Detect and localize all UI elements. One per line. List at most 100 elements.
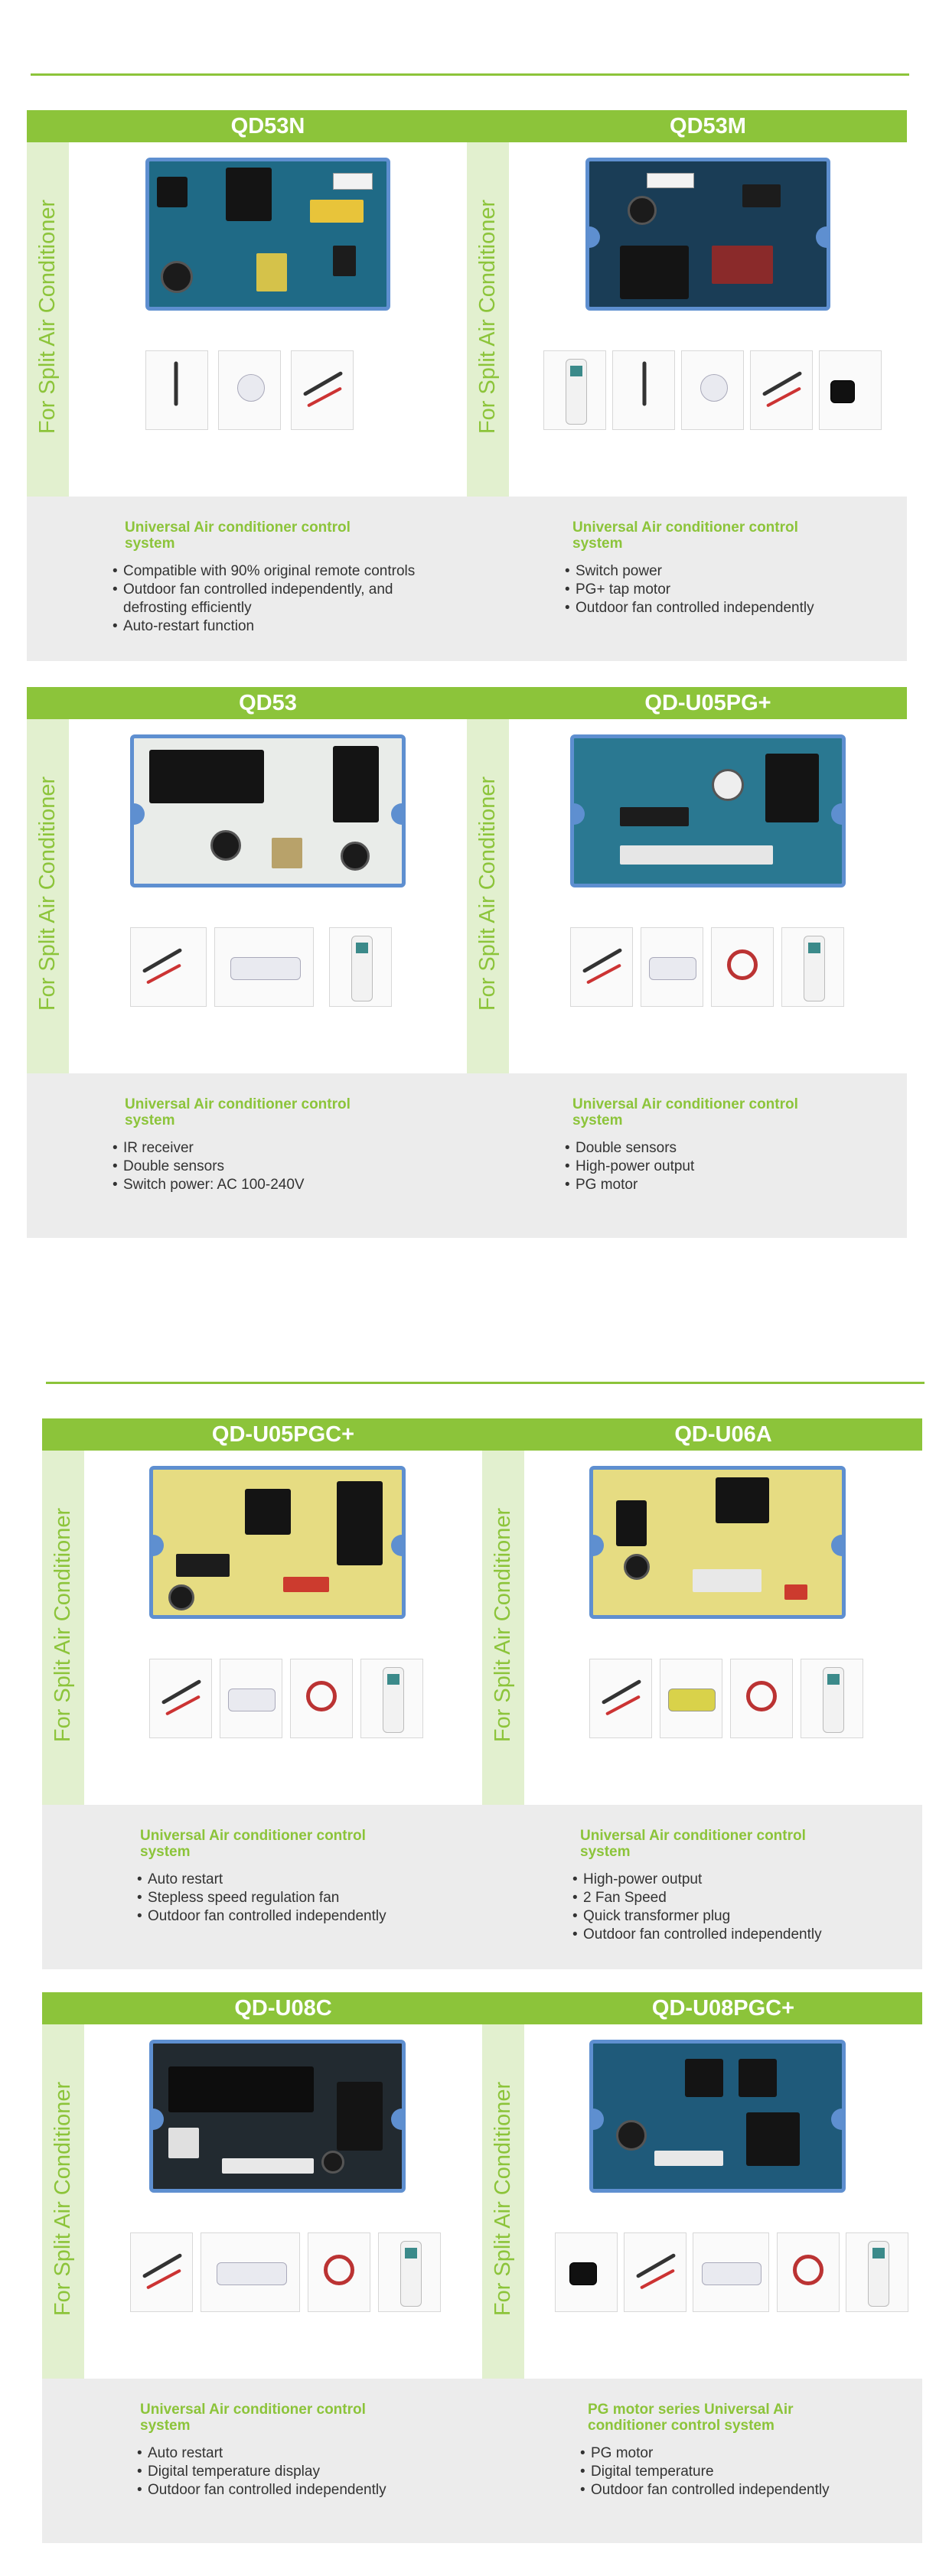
feature-item: Double sensors: [565, 1139, 902, 1158]
accessory-cable: [570, 927, 633, 1007]
accessory-remote: [846, 2232, 908, 2312]
feature-item: Outdoor fan controlled independently: [137, 2481, 474, 2499]
product-qd53: For Split Air Conditioner QD53 Universal…: [27, 687, 467, 1238]
feature-item: Auto-restart function: [113, 617, 449, 636]
side-stripe: For Split Air Conditioner: [27, 687, 69, 1073]
feature-item: Stepless speed regulation fan: [137, 1889, 474, 1907]
feature-item: Outdoor fan controlled independently: [580, 2481, 917, 2499]
top-divider-rule: [31, 73, 909, 76]
product-description: Universal Air conditioner control system…: [27, 1073, 467, 1238]
circuit-board-image: [145, 158, 390, 311]
accessory-remote: [781, 927, 844, 1007]
accessory-transformer: [290, 1659, 353, 1738]
side-stripe: For Split Air Conditioner: [27, 110, 69, 497]
product-qd-u05pg-plus: For Split Air Conditioner QD-U05PG+ Univ…: [467, 687, 907, 1238]
circuit-board-image: [130, 734, 406, 887]
accessory-cable: [589, 1659, 652, 1738]
feature-item: Outdoor fan controlled independently: [137, 1907, 474, 1926]
feature-item: Digital temperature: [580, 2463, 917, 2481]
description-title: Universal Air conditioner control system: [572, 519, 798, 552]
side-label: For Split Air Conditioner: [51, 1507, 75, 1743]
description-title: Universal Air conditioner control system: [580, 1828, 806, 1860]
accessory-cable: [624, 2232, 686, 2312]
product-description: Universal Air conditioner control system…: [27, 497, 467, 661]
accessory-remote: [378, 2232, 441, 2312]
product-image-area: [509, 142, 907, 497]
accessory-cable: [130, 2232, 193, 2312]
circuit-board-image: [585, 158, 830, 311]
description-title: Universal Air conditioner control system: [125, 1096, 351, 1128]
product-qd-u08pgc-plus: For Split Air Conditioner QD-U08PGC+ PG …: [482, 1992, 922, 2543]
feature-list: PG motor Digital temperature Outdoor fan…: [580, 2444, 917, 2499]
feature-list: Auto restart Digital temperature display…: [137, 2444, 474, 2499]
accessory-display-panel: [681, 350, 744, 430]
accessory-transformer: [730, 1659, 793, 1738]
product-card-row-2: For Split Air Conditioner QD53 Universal…: [27, 687, 907, 1238]
feature-list: Double sensors High-power output PG moto…: [565, 1139, 902, 1194]
product-title: QD-U06A: [524, 1418, 922, 1451]
feature-item: Outdoor fan controlled independently: [565, 599, 902, 617]
circuit-board-image: [589, 2040, 846, 2193]
feature-item: Auto restart: [137, 1871, 474, 1889]
accessory-transformer: [777, 2232, 840, 2312]
side-label: For Split Air Conditioner: [35, 776, 60, 1011]
product-title: QD-U08PGC+: [524, 1992, 922, 2024]
side-label: For Split Air Conditioner: [35, 199, 60, 435]
product-image-area: [509, 719, 907, 1073]
product-description: Universal Air conditioner control system…: [467, 497, 907, 661]
feature-item: High-power output: [572, 1871, 909, 1889]
circuit-board-image: [570, 734, 846, 887]
product-title: QD-U08C: [84, 1992, 482, 2024]
product-card-row-3: For Split Air Conditioner QD-U05PGC+ Uni…: [42, 1418, 922, 1969]
feature-item: 2 Fan Speed: [572, 1889, 909, 1907]
product-image-area: [84, 2024, 482, 2379]
description-title: Universal Air conditioner control system: [140, 2402, 366, 2434]
accessory-remote: [801, 1659, 863, 1738]
accessory-remote: [329, 927, 392, 1007]
side-label: For Split Air Conditioner: [475, 776, 500, 1011]
product-title: QD53: [69, 687, 467, 719]
side-stripe: For Split Air Conditioner: [482, 1992, 524, 2379]
accessory-display-panel: [201, 2232, 300, 2312]
product-title: QD-U05PGC+: [84, 1418, 482, 1451]
side-label: For Split Air Conditioner: [51, 2081, 75, 2317]
product-qd-u05pgc-plus: For Split Air Conditioner QD-U05PGC+ Uni…: [42, 1418, 482, 1969]
feature-item: PG motor: [580, 2444, 917, 2463]
feature-item: Compatible with 90% original remote cont…: [113, 562, 449, 581]
accessory-cable: [291, 350, 354, 430]
product-description: Universal Air conditioner control system…: [482, 1805, 922, 1969]
accessory-pg-motor-plug: [555, 2232, 618, 2312]
product-description: Universal Air conditioner control system…: [467, 1073, 907, 1238]
feature-list: Auto restart Stepless speed regulation f…: [137, 1871, 474, 1926]
accessory-display-panel: [220, 1659, 282, 1738]
circuit-board-image: [149, 2040, 406, 2193]
product-qd-u06a: For Split Air Conditioner QD-U06A Univer…: [482, 1418, 922, 1969]
product-card-row-4: For Split Air Conditioner QD-U08C Univer…: [42, 1992, 922, 2543]
accessory-sensor-wires: [145, 350, 208, 430]
accessory-sensor-wires: [612, 350, 675, 430]
feature-item: High-power output: [565, 1158, 902, 1176]
accessory-transformer: [711, 927, 774, 1007]
product-description: Universal Air conditioner control system…: [42, 2379, 482, 2543]
product-title: QD53N: [69, 110, 467, 142]
accessory-cable: [149, 1659, 212, 1738]
product-title: QD-U05PG+: [509, 687, 907, 719]
feature-list: Compatible with 90% original remote cont…: [113, 562, 449, 636]
side-label: For Split Air Conditioner: [475, 199, 500, 435]
product-image-area: [69, 719, 467, 1073]
feature-item: PG motor: [565, 1176, 902, 1194]
description-title: PG motor series Universal Air conditione…: [588, 2402, 794, 2434]
side-label: For Split Air Conditioner: [491, 2081, 515, 2317]
product-image-area: [524, 1451, 922, 1805]
accessory-remote: [360, 1659, 423, 1738]
product-image-area: [524, 2024, 922, 2379]
feature-list: IR receiver Double sensors Switch power:…: [113, 1139, 449, 1194]
accessory-pg-motor-plug: [819, 350, 882, 430]
feature-list: Switch power PG+ tap motor Outdoor fan c…: [565, 562, 902, 617]
accessory-connector-block: [660, 1659, 722, 1738]
feature-item: Double sensors: [113, 1158, 449, 1176]
description-title: Universal Air conditioner control system: [572, 1096, 798, 1128]
circuit-board-image: [149, 1466, 406, 1619]
product-title: QD53M: [509, 110, 907, 142]
side-stripe: For Split Air Conditioner: [467, 687, 509, 1073]
